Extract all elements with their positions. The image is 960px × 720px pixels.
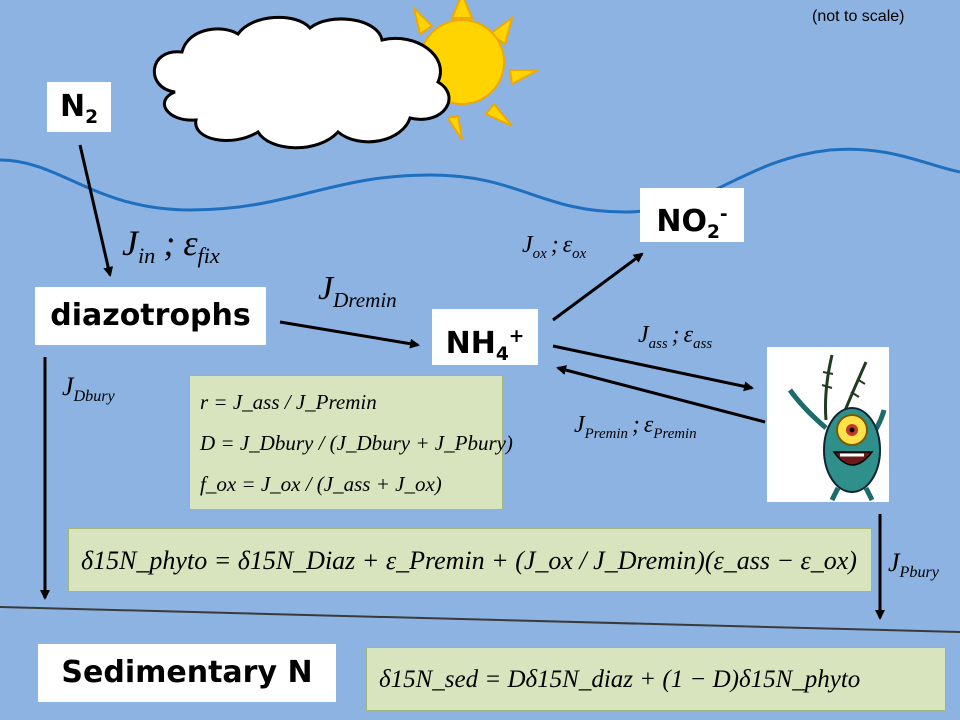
nh4-label: NH4+ xyxy=(432,309,538,365)
n2-sub: 2 xyxy=(85,107,99,128)
jpremin-j: J xyxy=(574,412,585,438)
jass-sep: ; xyxy=(671,322,680,348)
sedimentary-text: Sedimentary N xyxy=(61,655,313,690)
nh4-sub: 4 xyxy=(495,344,509,365)
jdbury-sub: Dbury xyxy=(73,388,115,406)
water-surface-line xyxy=(0,147,960,214)
ratio-equations-box: r = J_ass / J_Premin D = J_Dbury / (J_Db… xyxy=(189,375,513,510)
no2-base: NO xyxy=(656,204,707,239)
sediment-surface-line xyxy=(0,606,960,633)
jdremin-j: J xyxy=(318,270,334,307)
not-to-scale-note: (not to scale) xyxy=(812,8,905,25)
cloud-icon xyxy=(152,15,451,150)
no2-label: NO2- xyxy=(640,188,744,243)
arrow-nh4-to-no2 xyxy=(552,252,644,322)
equation-sed: δ15N_sed = Dδ15N_diaz + (1 − D)δ15N_phyt… xyxy=(379,666,861,693)
jdremin-sub: Dremin xyxy=(333,287,397,312)
jin-j: J xyxy=(122,223,138,263)
plankton-illustration xyxy=(767,347,889,502)
jpremin-e-sub: Premin xyxy=(653,425,697,442)
jin-e-sub: fix xyxy=(197,243,220,269)
jox-e-sub: ox xyxy=(572,245,587,262)
sediment-isotope-equation-box: δ15N_sed = Dδ15N_diaz + (1 − D)δ15N_phyt… xyxy=(366,647,946,711)
jin-sub: in xyxy=(137,243,156,269)
flux-jass-eass: Jass;εass xyxy=(638,322,712,353)
jin-sep: ; xyxy=(163,223,176,263)
sedimentary-n-label: Sedimentary N xyxy=(38,644,336,702)
arrow-n2-to-diazotrophs xyxy=(78,144,114,277)
jpremin-sep: ; xyxy=(631,412,640,438)
nh4-base: NH xyxy=(445,326,496,361)
flux-jin-efix: Jin;εfix xyxy=(122,222,220,269)
no2-sub: 2 xyxy=(706,222,720,243)
jin-e: ε xyxy=(183,223,198,263)
nh4-sup: + xyxy=(508,326,525,347)
phyto-isotope-equation-box: δ15N_phyto = δ15N_Diaz + ε_Premin + (J_o… xyxy=(68,528,872,592)
flux-jdbury: JDbury xyxy=(62,372,115,406)
flux-jox-eox: Jox;εox xyxy=(522,232,586,263)
jox-sub: ox xyxy=(532,245,547,262)
jpbury-sub: Pbury xyxy=(899,564,939,582)
equation-r: r = J_ass / J_Premin xyxy=(200,390,377,414)
no2-sup: - xyxy=(719,204,728,225)
diazotrophs-label: diazotrophs xyxy=(35,287,266,345)
flux-jpremin-epremin: JPremin;εPremin xyxy=(574,412,697,443)
jpremin-sub: Premin xyxy=(584,425,628,442)
equation-d: D = J_Dbury / (J_Dbury + J_Pbury) xyxy=(200,431,513,455)
arrow-plankton-to-nh4 xyxy=(556,365,766,424)
jox-sep: ; xyxy=(550,232,559,258)
n2-base: N xyxy=(59,89,86,124)
equation-phyto: δ15N_phyto = δ15N_Diaz + ε_Premin + (J_o… xyxy=(81,546,857,575)
jox-j: J xyxy=(522,232,533,258)
flux-jdremin: JDremin xyxy=(318,270,397,313)
diazotrophs-text: diazotrophs xyxy=(50,298,251,333)
arrow-nh4-to-plankton xyxy=(552,344,754,392)
jpbury-j: J xyxy=(888,548,900,577)
jpremin-e: ε xyxy=(643,412,654,438)
jass-j: J xyxy=(638,322,649,348)
jass-e: ε xyxy=(683,322,694,348)
jox-e: ε xyxy=(562,232,573,258)
n2-label: N2 xyxy=(47,82,111,132)
arrow-diazotrophs-to-nh4 xyxy=(279,320,420,349)
jdbury-j: J xyxy=(62,372,74,401)
jass-sub: ass xyxy=(648,335,668,352)
flux-jpbury: JPbury xyxy=(888,548,939,582)
jass-e-sub: ass xyxy=(693,335,713,352)
equation-fox: f_ox = J_ox / (J_ass + J_ox) xyxy=(200,472,442,496)
